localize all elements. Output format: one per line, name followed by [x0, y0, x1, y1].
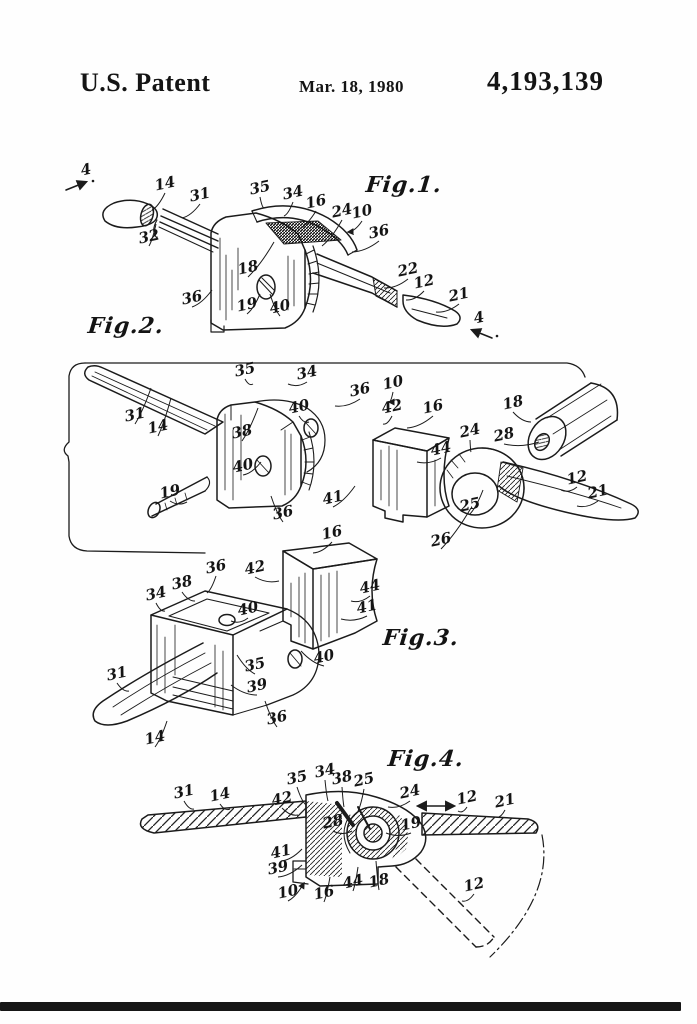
figure-1-leader-lines [148, 192, 460, 317]
figure-3-drawing [92, 542, 378, 726]
figure-4-label: Fig.4. [386, 746, 466, 772]
patent-number: 4,193,139 [487, 66, 604, 96]
page-bottom-rule [0, 1002, 681, 1011]
figure-1-label: Fig.1. [364, 172, 444, 198]
figure-2-drawing [63, 362, 639, 554]
figure-4-leader-lines [183, 779, 506, 903]
figure-3-label: Fig.3. [381, 625, 461, 651]
figure-4-drawing [139, 790, 545, 958]
figure-1-drawing [65, 179, 499, 339]
figure-3-leader-lines [116, 541, 371, 748]
patent-header-date: Mar. 18, 1980 [299, 77, 405, 96]
figure-2-leader-lines [134, 378, 599, 550]
patent-header-title: U.S. Patent [80, 68, 211, 97]
figure-2-label: Fig.2. [86, 313, 166, 339]
